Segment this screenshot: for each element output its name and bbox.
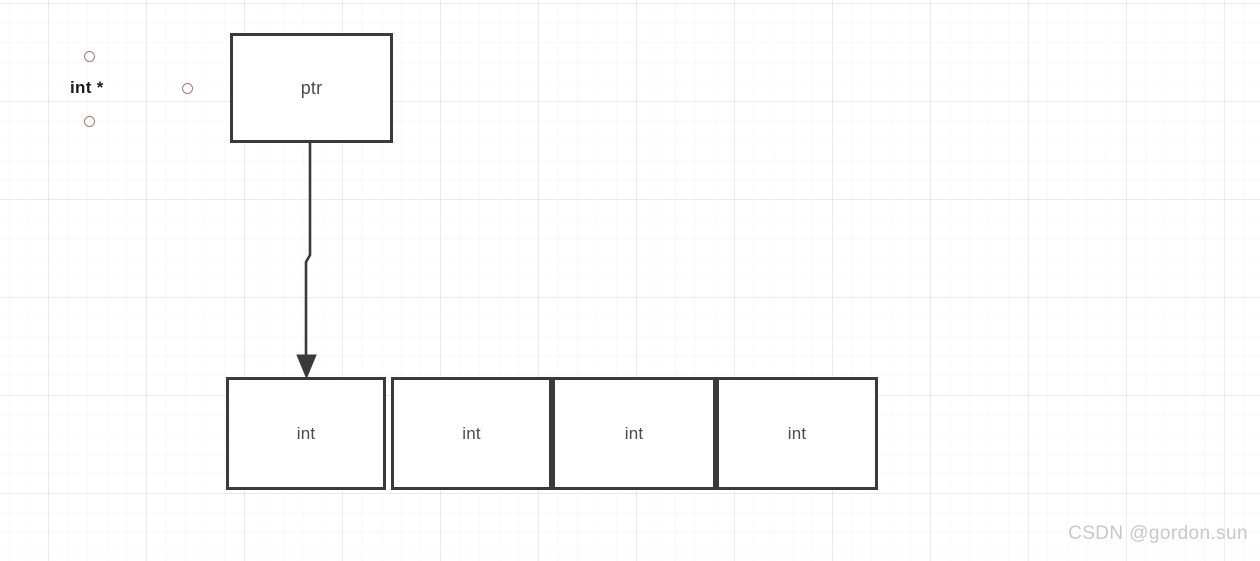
pointer-node-label: ptr (300, 78, 323, 98)
memory-cell-label: int (296, 424, 316, 443)
anchor-handle-bottom-icon[interactable] (84, 116, 95, 127)
connector-path (304, 143, 312, 370)
memory-cell-3[interactable]: int (716, 377, 878, 490)
memory-cell-1[interactable]: int (391, 377, 552, 490)
memory-cell-2[interactable]: int (552, 377, 716, 490)
memory-cell-label: int (624, 424, 644, 443)
pointer-type-label: int * (70, 78, 104, 97)
memory-cell-label: int (787, 424, 807, 443)
arrowhead-icon (296, 354, 317, 380)
memory-cell-label: int (462, 424, 481, 443)
pointer-node-ptr[interactable]: ptr (230, 33, 393, 143)
watermark-text: CSDN @gordon.sun (1068, 523, 1248, 544)
memory-cell-0[interactable]: int (226, 377, 386, 490)
anchor-handle-right-icon[interactable] (182, 83, 193, 94)
anchor-handle-top-icon[interactable] (84, 51, 95, 62)
